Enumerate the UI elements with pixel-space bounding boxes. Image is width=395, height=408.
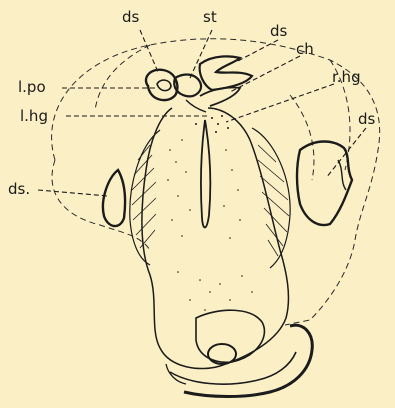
right-lobe [252,128,290,268]
label-ds-top: ds [122,8,140,26]
label-ds-top-right: ds [270,22,288,40]
outer-outline [52,39,380,325]
left-lobe [130,130,160,265]
label-st: st [203,8,217,26]
left-ds [103,170,125,226]
top-structures [146,56,252,112]
central-body [142,108,289,369]
label-l-hg: l.hg [20,107,48,125]
label-ds-left: ds. [8,180,30,198]
right-ds [297,142,352,226]
label-r-hg: r.hg [332,68,361,86]
label-ch: ch [296,40,314,58]
label-ds-right: ds [358,110,376,128]
leader-lines [38,30,366,196]
label-l-po: l.po [18,78,46,96]
labels: ds st ds ch l.po r.hg l.hg ds ds. [8,8,376,198]
lower-structures [166,310,312,396]
